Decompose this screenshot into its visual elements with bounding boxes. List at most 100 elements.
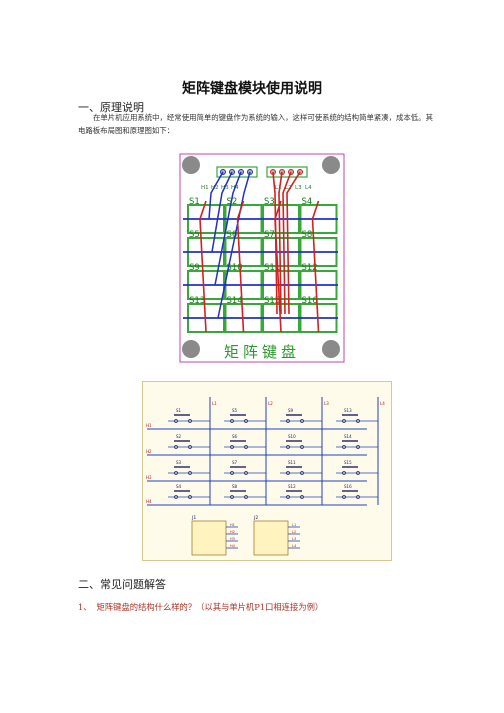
switch-contact <box>356 495 360 499</box>
header-column-trace <box>272 171 278 315</box>
header-label-right: L3 <box>295 185 302 191</box>
switch-label: S5 <box>232 408 238 413</box>
connector-net-label: L3 <box>292 537 296 541</box>
key-label: S13 <box>189 296 205 306</box>
column-trace <box>236 200 245 333</box>
switch-contact <box>244 419 248 423</box>
mounting-hole <box>322 340 340 358</box>
section-heading-faq: 二、常见问题解答 <box>78 578 166 591</box>
switch-contact <box>286 445 290 449</box>
mounting-hole <box>182 156 200 174</box>
header-row-trace <box>211 171 233 253</box>
switch-label: S6 <box>232 434 238 439</box>
header-left-outline <box>216 166 258 178</box>
switch-contact <box>174 445 178 449</box>
key-label: S3 <box>264 197 275 207</box>
column-trace <box>199 200 207 333</box>
switch-contact <box>342 495 346 499</box>
key-label: S4 <box>302 197 313 207</box>
switch-label: S9 <box>288 408 294 413</box>
header-label-right: L1 <box>275 185 282 191</box>
header-row-trace <box>208 171 224 220</box>
switch-label: S12 <box>288 484 296 489</box>
column-trace <box>311 200 320 333</box>
switch-contact <box>356 419 360 423</box>
column-net-label: L2 <box>268 401 273 406</box>
switch-label: S14 <box>344 434 352 439</box>
switch-contact <box>342 419 346 423</box>
column-net-label: L3 <box>324 401 329 406</box>
row-net-label: H1 <box>146 423 152 428</box>
header-column-trace <box>282 171 292 315</box>
key-label: S5 <box>189 230 200 240</box>
connector-net-label: H1 <box>230 523 235 527</box>
key-label: S12 <box>302 263 318 273</box>
switch-contact <box>188 445 192 449</box>
column-net-label: L1 <box>212 401 217 406</box>
mounting-hole <box>322 156 340 174</box>
key-label: S9 <box>189 263 200 273</box>
header-right-outline <box>266 166 308 178</box>
switch-contact <box>188 495 192 499</box>
connector-body <box>191 520 227 556</box>
switch-label: S8 <box>232 484 238 489</box>
header-row-trace <box>214 171 242 286</box>
key-label: S10 <box>227 263 243 273</box>
switch-contact <box>286 471 290 475</box>
switch-label: S15 <box>344 460 352 465</box>
switch-contact <box>244 495 248 499</box>
switch-contact <box>300 445 304 449</box>
question-text: 矩阵键盘的结构什么样的？（以其与单片机P1口相连接为例） <box>96 602 324 612</box>
switch-label: S11 <box>288 460 296 465</box>
row-net-label: H3 <box>146 475 152 480</box>
header-column-trace <box>286 171 301 315</box>
switch-contact <box>286 419 290 423</box>
switch-contact <box>188 471 192 475</box>
switch-contact <box>286 495 290 499</box>
switch-contact <box>342 445 346 449</box>
key-label: S8 <box>302 230 313 240</box>
header-column-trace <box>278 171 283 315</box>
row-net-label: H4 <box>146 499 152 504</box>
header-row-trace <box>217 171 251 319</box>
connector-net-label: L1 <box>292 523 296 527</box>
key-label: S16 <box>302 296 318 306</box>
faq-question-1: 1、矩阵键盘的结构什么样的？（以其与单片机P1口相连接为例） <box>78 601 323 613</box>
board-silkscreen-label: 矩阵键盘 <box>224 343 300 361</box>
question-number: 1、 <box>78 602 92 612</box>
switch-label: S16 <box>344 484 352 489</box>
switch-label: S7 <box>232 460 238 465</box>
switch-contact <box>244 471 248 475</box>
switch-contact <box>230 471 234 475</box>
connector-body <box>253 520 289 556</box>
switch-contact <box>230 445 234 449</box>
key-label: S1 <box>189 197 200 207</box>
switch-contact <box>230 495 234 499</box>
switch-label: S2 <box>176 434 182 439</box>
header-label-left: H1 <box>201 185 209 191</box>
switch-label: S4 <box>176 484 182 489</box>
key-label: S11 <box>264 263 280 273</box>
mounting-hole <box>182 340 200 358</box>
switch-contact <box>300 419 304 423</box>
key-label: S15 <box>264 296 280 306</box>
key-label: S14 <box>227 296 243 306</box>
connector-net-label: H2 <box>230 530 235 534</box>
switch-contact <box>244 445 248 449</box>
connector-net-label: L4 <box>292 544 297 548</box>
principle-paragraph: 在单片机应用系统中，经常使用简单的键盘作为系统的输入，这样可使系统的结构简单紧凑… <box>78 113 433 135</box>
switch-label: S10 <box>288 434 296 439</box>
connector-net-label: H4 <box>230 544 236 548</box>
section-heading-principle: 一、原理说明 <box>78 101 144 114</box>
key-label: S7 <box>264 230 275 240</box>
key-label: S6 <box>227 230 238 240</box>
page-title: 矩阵键盘模块使用说明 <box>182 81 322 97</box>
switch-contact <box>356 471 360 475</box>
header-label-right: L2 <box>285 185 292 191</box>
row-net-label: H2 <box>146 449 152 454</box>
switch-contact <box>188 419 192 423</box>
header-label-left: H2 <box>211 185 219 191</box>
switch-contact <box>356 445 360 449</box>
